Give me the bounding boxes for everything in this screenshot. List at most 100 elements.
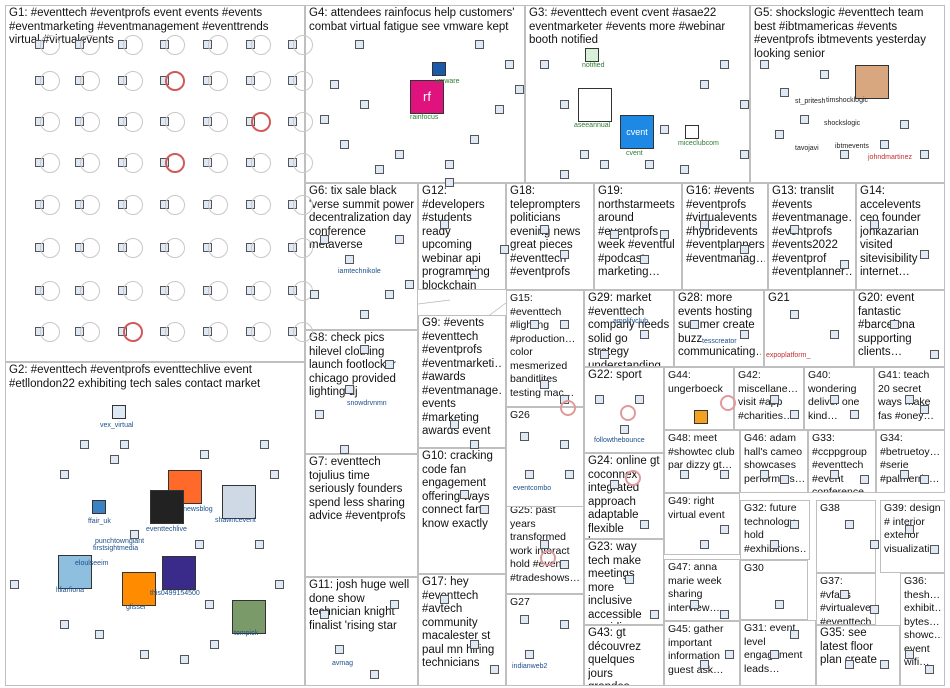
self-loop: [208, 153, 228, 173]
group-label: G18: teleprompters politicians evening n…: [510, 185, 591, 280]
g8-node: [340, 445, 349, 454]
graph-node: [850, 410, 859, 419]
ffair-node: [92, 500, 106, 514]
g4-node: [475, 40, 484, 49]
group-label: G8: check pics hilevel clothing launch f…: [309, 332, 415, 400]
g3-node: [560, 100, 569, 109]
self-loop: [123, 112, 143, 132]
node-label-rainfocus: rainfocus: [410, 114, 438, 121]
self-loop: [40, 281, 60, 301]
group-label: G27: [510, 596, 581, 610]
self-loop: [251, 322, 271, 342]
node-label-vex_virtual: vex_virtual: [100, 422, 133, 429]
self-loop: [165, 112, 185, 132]
node-label-vmware: vmware: [435, 78, 460, 85]
miceclubcom-node: [685, 125, 699, 139]
graph-node: [770, 395, 779, 404]
graph-node: [660, 230, 669, 239]
g6-node: [320, 235, 329, 244]
g8-node: [360, 345, 369, 354]
self-loop: [251, 35, 271, 55]
g3-node: [700, 80, 709, 89]
self-loop: [540, 550, 556, 566]
node-label-punchtowngiant: punchtowngiant: [95, 538, 144, 545]
graph-node: [720, 610, 729, 619]
tompick-node: [232, 600, 266, 634]
self-loop: [208, 238, 228, 258]
node-label-fiftr_uk: ffair_uk: [88, 518, 111, 525]
g11-node: [390, 600, 399, 609]
node-label-followthebounce: followthebounce: [594, 437, 645, 444]
group-label: G44: ungerboeck: [668, 369, 731, 396]
g44-node: [694, 410, 708, 424]
g11-node: [335, 645, 344, 654]
self-loop: [251, 153, 271, 173]
g4-node: [355, 40, 364, 49]
g4-node: [360, 100, 369, 109]
group-label: G30: [744, 562, 805, 576]
graph-node: [790, 410, 799, 419]
graph-node: [780, 475, 789, 484]
g6-node: [395, 235, 404, 244]
g2-node: [255, 540, 264, 549]
g27-node: [525, 650, 534, 659]
self-loop: [40, 322, 60, 342]
group-box-g12: G12: #developers #students ready upcomin…: [418, 183, 506, 290]
group-box-g2: G2: #eventtech #eventprofs eventtechlive…: [5, 362, 305, 686]
node-label-timshocklogic: timshocklogic: [826, 97, 868, 104]
graph-node: [690, 600, 699, 609]
g26-node: [520, 432, 529, 441]
g29-node: [600, 350, 609, 359]
this0499154500-node: [162, 556, 196, 590]
group-box-g28: G28: more events hosting summer create b…: [674, 290, 764, 367]
g2-node: [140, 650, 149, 659]
self-loop: [123, 195, 143, 215]
g3-node: [720, 60, 729, 69]
graph-node: [610, 230, 619, 239]
graph-node: [460, 490, 469, 499]
self-loop: [293, 153, 313, 173]
self-loop: [80, 112, 100, 132]
g27-node: [520, 615, 529, 624]
g6-node: [385, 290, 394, 299]
g11-node: [370, 670, 379, 679]
g2-node: [130, 530, 139, 539]
g5-node: [840, 150, 849, 159]
g22-node: [620, 425, 629, 434]
g5-node: [900, 120, 909, 129]
g3-node: [740, 150, 749, 159]
group-box-g34: G34: #betruetoy… #serie #palmerriv…: [876, 430, 945, 493]
group-label: G49: right virtual event: [668, 495, 737, 522]
node-label-aseeannual: aseeannual: [574, 122, 610, 129]
group-box-g48: G48: meet #showtec club par dizzy gt…: [664, 430, 740, 493]
shockslogic-avatar: [855, 65, 889, 99]
graph-node: [625, 575, 634, 584]
group-label: G40: wondering deliver one kind…: [808, 369, 871, 423]
graph-node: [725, 650, 734, 659]
g4-node: [470, 135, 479, 144]
self-loop: [80, 238, 100, 258]
graph-node: [840, 260, 849, 269]
group-label: G31: event level engagement leads…: [744, 622, 813, 676]
node-label-eventcombo: eventcombo: [513, 485, 551, 492]
graph-node: [870, 605, 879, 614]
graph-node: [470, 270, 479, 279]
self-loop: [165, 238, 185, 258]
graph-node: [830, 470, 839, 479]
group-label: G9: #events #eventtech #eventprofs #even…: [422, 317, 503, 439]
g21-node: [830, 330, 839, 339]
g3-node: [600, 160, 609, 169]
graph-node: [470, 640, 479, 649]
group-box-g29: G29: market #eventtech company needs sol…: [584, 290, 674, 367]
self-loop: [165, 281, 185, 301]
self-loop: [165, 153, 185, 173]
group-box-g24: G24: online gt coconnex integrated appro…: [584, 453, 664, 539]
g22-node: [635, 395, 644, 404]
group-label: G7: eventtech tojulius time seriously fo…: [309, 456, 415, 524]
graph-node: [830, 395, 839, 404]
node-label-glisser: glisser: [126, 604, 146, 611]
group-label: G2: #eventtech #eventprofs eventtechlive…: [9, 364, 302, 391]
g4-node: [445, 178, 454, 187]
graph-node: [790, 225, 799, 234]
g2-node: [260, 440, 269, 449]
